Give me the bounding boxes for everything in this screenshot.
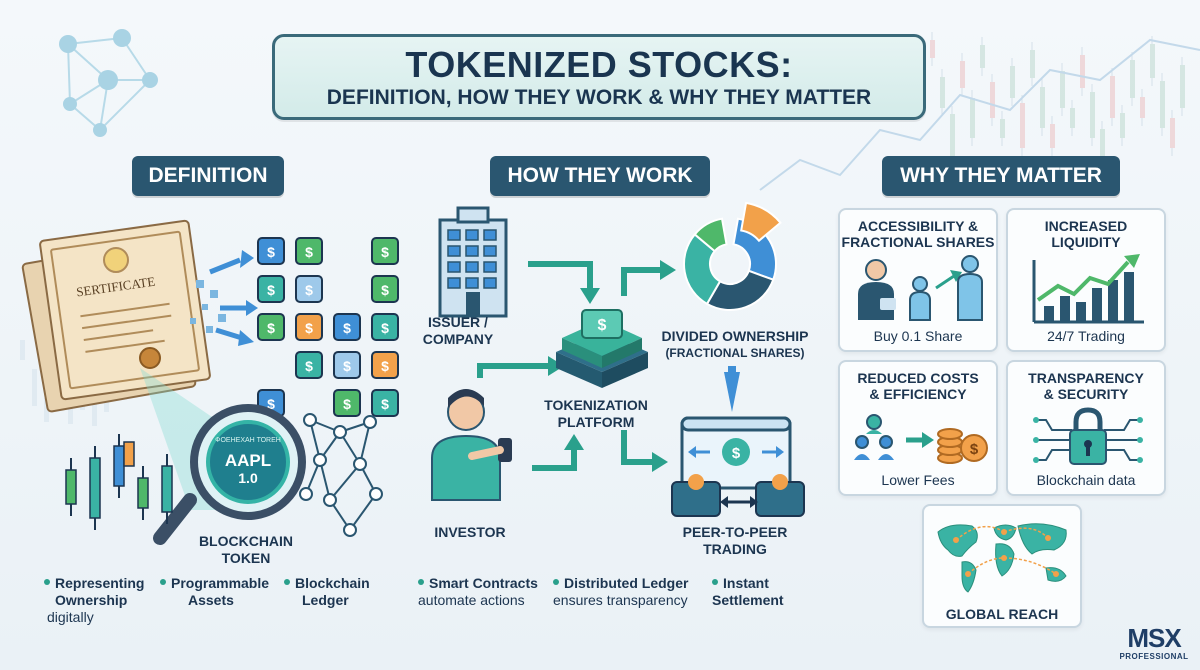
card-global-reach-title: GLOBAL REACH <box>945 606 1059 622</box>
svg-text:$: $ <box>381 396 389 412</box>
definition-bullet-2: Programmable Assets <box>160 575 280 609</box>
svg-text:$: $ <box>267 282 275 298</box>
svg-text:$: $ <box>305 282 313 298</box>
how-bullet-1: Smart Contracts automate actions <box>418 575 538 608</box>
svg-text:ФОЕНЕХАН ТОRЕН: ФОЕНЕХАН ТОRЕН <box>215 437 281 444</box>
tokenization-platform-icon: $ <box>556 309 648 388</box>
section-how-header: HOW THEY WORK <box>490 156 710 196</box>
how-bullet-3: Instant Settlement <box>712 575 784 608</box>
definition-bullet-1: Representing Ownership digitally <box>44 575 154 626</box>
magnifier-icon: ФОЕНЕХАН ТОRЕН AAPL 1.0 <box>153 404 306 545</box>
certificate-icon: SERTIFICATE <box>21 219 211 413</box>
svg-text:$: $ <box>305 320 313 336</box>
msx-logo: MSX PROFESSIONAL <box>1119 623 1189 661</box>
divided-ownership-label: DIVIDED OWNERSHIP(FRACTIONAL SHARES) <box>661 328 809 360</box>
svg-text:$: $ <box>267 396 275 412</box>
card-liquidity-caption: 24/7 Trading <box>1047 328 1125 344</box>
svg-text:$: $ <box>343 358 351 374</box>
title-banner: TOKENIZED STOCKS: DEFINITION, HOW THEY W… <box>272 34 926 120</box>
token-grid: $ $ $ $ $ $ $ $ $ $ $ $ $ $ $ $ <box>257 237 399 417</box>
svg-text:$: $ <box>305 244 313 260</box>
svg-text:$: $ <box>732 445 741 462</box>
world-map-icon <box>937 523 1067 593</box>
candlestick-icon <box>65 434 173 530</box>
issuer-label: ISSUER /COMPANY <box>422 314 494 347</box>
svg-text:$: $ <box>381 358 389 374</box>
how-bullet-2: Distributed Ledger ensures transparency <box>553 575 689 608</box>
divided-ownership-pie-icon <box>683 201 782 311</box>
lower-fees-icon: $ <box>854 414 988 464</box>
card-security-caption: Blockchain data <box>1036 472 1136 488</box>
svg-text:$: $ <box>381 320 389 336</box>
investor-icon <box>431 389 512 501</box>
svg-text:$: $ <box>381 282 389 298</box>
svg-text:1.0: 1.0 <box>238 470 258 486</box>
definition-illustration: SERTIFICATE $ $ $ $ $ $ $ $ $ $ $ $ $ $ $ $ ФОЕНЕХАН ТО… <box>21 219 399 545</box>
svg-text:$: $ <box>267 244 275 260</box>
svg-text:$: $ <box>343 320 351 336</box>
card-security: TRANSPARENCY& SECURITY Blockchain data <box>1006 360 1166 496</box>
investor-label: INVESTOR <box>434 524 506 540</box>
svg-text:$: $ <box>305 358 313 374</box>
section-definition-header: DEFINITION <box>132 156 284 196</box>
page-title: TOKENIZED STOCKS: <box>405 44 793 85</box>
svg-text:AAPL: AAPL <box>225 451 271 470</box>
svg-text:$: $ <box>267 320 275 336</box>
svg-text:$: $ <box>970 441 979 458</box>
building-icon <box>438 206 508 318</box>
svg-text:$: $ <box>343 396 351 412</box>
lock-circuit-icon <box>1033 407 1143 465</box>
card-global-reach: GLOBAL REACH <box>922 504 1082 628</box>
p2p-trading-icon: $ <box>671 416 805 517</box>
how-it-works-flow: $ $ <box>431 201 805 517</box>
card-costs: REDUCED COSTS& EFFICIENCY $ Lower Fees <box>838 360 998 496</box>
definition-bullet-3: Blockchain Ledger <box>284 575 394 609</box>
liquidity-chart-icon <box>1032 254 1144 324</box>
card-accessibility-caption: Buy 0.1 Share <box>873 328 963 344</box>
card-accessibility: ACCESSIBILITY &FRACTIONAL SHARES Buy 0.1… <box>838 208 998 352</box>
section-why-header: WHY THEY MATTER <box>882 156 1120 196</box>
fractional-people-icon <box>858 255 983 321</box>
svg-text:$: $ <box>381 244 389 260</box>
page-subtitle: DEFINITION, HOW THEY WORK & WHY THEY MAT… <box>326 86 872 109</box>
card-costs-caption: Lower Fees <box>881 472 955 488</box>
svg-text:$: $ <box>598 317 607 334</box>
